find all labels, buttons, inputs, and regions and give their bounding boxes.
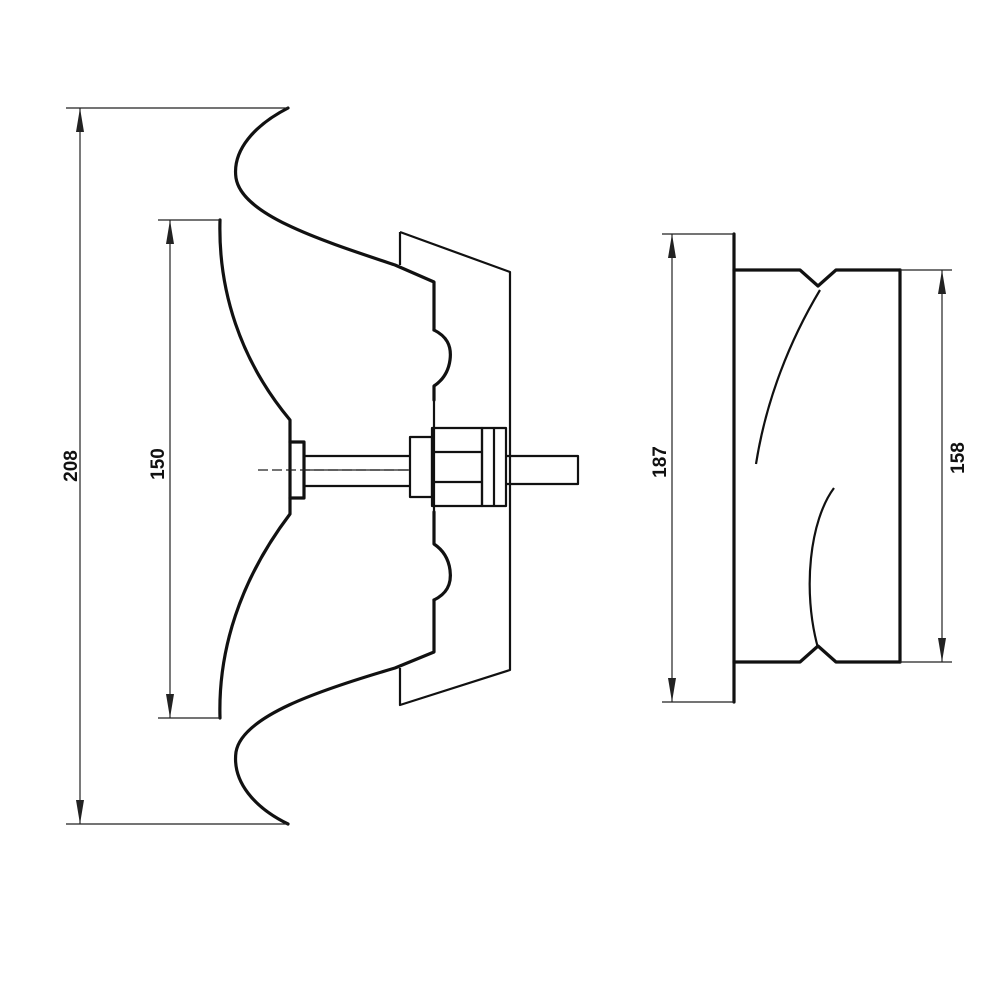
washer-left (408, 435, 434, 499)
dim-208-label: 208 (61, 450, 82, 482)
bolt-end (506, 454, 580, 486)
outer-profile-lower (233, 598, 436, 826)
side-top-edge (732, 268, 902, 288)
side-view: 187 158 (650, 232, 969, 704)
clamp-bumps-upper (432, 328, 452, 402)
section-view: 208 150 (61, 106, 580, 826)
side-bottom-edge (732, 644, 902, 664)
dim-208-arrow-bottom (76, 800, 84, 824)
trapezoid-plate (398, 230, 512, 707)
clamp-bumps-lower (432, 510, 452, 602)
dim-208-arrow-top (76, 108, 84, 132)
side-curve-lower (808, 487, 835, 649)
outer-profile-upper (233, 106, 436, 332)
dim-150-arrow-top (166, 220, 174, 244)
dim-158-label: 158 (948, 442, 969, 474)
inner-profile-lower (218, 496, 292, 720)
dim-158-arrow-bottom (938, 638, 946, 662)
bolt-shaft (302, 454, 410, 488)
dim-158-arrow-top (938, 270, 946, 294)
dim-187-arrow-bottom (668, 678, 676, 702)
nut-main (430, 426, 484, 508)
side-curve-upper (754, 289, 821, 465)
inner-profile-upper (218, 218, 292, 444)
dim-187-label: 187 (650, 446, 671, 478)
dim-150-label: 150 (148, 448, 169, 480)
dim-187-arrow-top (668, 234, 676, 258)
dim-150-arrow-bottom (166, 694, 174, 718)
